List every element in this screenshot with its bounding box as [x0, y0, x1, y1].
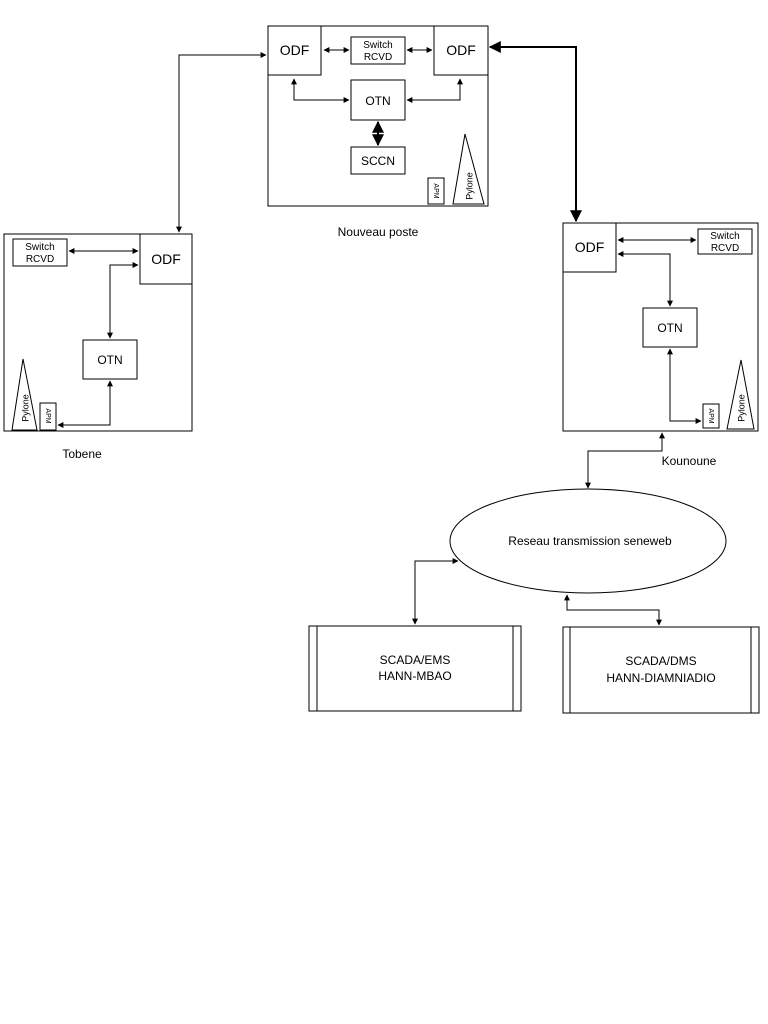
- kounoune-pylone-icon: [726, 359, 755, 430]
- nouveau-sccn-label: SCCN: [361, 154, 395, 168]
- tobene-otn-label: OTN: [97, 353, 122, 367]
- link-network-scada-ems: [412, 558, 459, 625]
- seneweb-network-ellipse[interactable]: [449, 488, 727, 594]
- nouveau-pylone-label: Pylone: [464, 172, 474, 200]
- link-nouveau-kounoune: [488, 41, 582, 223]
- nouveau-otn-label: OTN: [365, 94, 390, 108]
- nouveau-odf-left-label: ODF: [280, 42, 310, 58]
- link-network-scada-dms: [564, 594, 662, 626]
- kounoune-caption: Kounoune: [662, 454, 717, 468]
- tobene-apm-label: APM: [44, 408, 51, 423]
- tobene-caption: Tobene: [62, 447, 102, 461]
- link-odf-left-otn: [291, 78, 350, 103]
- scada-ems-box[interactable]: [308, 625, 522, 712]
- kounoune-pylone-label: Pylone: [736, 394, 746, 422]
- kounoune-switch-label-1: Switch: [710, 231, 739, 242]
- station-kounoune: ODF Switch RCVD OTN APM Pylone Kounoune: [562, 222, 759, 468]
- link-kounoune-network: [585, 432, 665, 489]
- kounoune-switch-rcvd[interactable]: [697, 228, 753, 255]
- tobene-link-otn-apm: [57, 380, 113, 428]
- tobene-odf[interactable]: [139, 233, 193, 285]
- nouveau-apm: [427, 177, 445, 205]
- kounoune-odf-label: ODF: [575, 239, 605, 255]
- nouveau-switch-label-1: Switch: [363, 40, 392, 51]
- kounoune-apm-label: APM: [707, 408, 714, 423]
- nouveau-apm-label: APM: [432, 183, 439, 198]
- nouveau-odf-right[interactable]: [433, 25, 489, 76]
- tobene-otn[interactable]: [82, 339, 138, 380]
- scada-ems-label-2: HANN-MBAO: [378, 669, 451, 683]
- nouveau-otn[interactable]: [350, 79, 406, 121]
- tobene-link-odf-otn: [107, 262, 139, 339]
- tobene-switch-rcvd[interactable]: [12, 238, 68, 267]
- scada-dms-box[interactable]: [562, 626, 760, 714]
- kounoune-apm: [702, 403, 720, 429]
- tobene-pylone-icon: [11, 358, 38, 431]
- tobene-switch-label-1: Switch: [25, 242, 54, 253]
- nouveau-pylone-icon: [452, 133, 485, 205]
- kounoune-link-odf-otn: [617, 251, 673, 307]
- link-otn-odf-right: [406, 78, 463, 103]
- scada-ems-block[interactable]: SCADA/EMS HANN-MBAO: [308, 625, 522, 712]
- nouveau-sccn[interactable]: [350, 146, 406, 175]
- kounoune-odf[interactable]: [562, 222, 617, 273]
- station-tobene: ODF Switch RCVD OTN Pylone APM Tobene: [3, 233, 193, 461]
- scada-dms-label-1: SCADA/DMS: [625, 654, 696, 668]
- kounoune-link-otn-apm: [667, 348, 702, 424]
- tobene-apm: [39, 402, 57, 431]
- tobene-odf-label: ODF: [151, 251, 181, 267]
- scada-dms-label-2: HANN-DIAMNIADIO: [606, 671, 715, 685]
- nouveau-switch-label-2: RCVD: [364, 52, 392, 63]
- seneweb-network-label: Reseau transmission seneweb: [508, 534, 672, 548]
- nouveau-odf-left[interactable]: [267, 25, 322, 76]
- nouveau-switch-rcvd[interactable]: [350, 36, 406, 65]
- tobene-switch-label-2: RCVD: [26, 254, 54, 265]
- link-nouveau-tobene: [176, 52, 267, 233]
- kounoune-switch-label-2: RCVD: [711, 243, 739, 254]
- nouveau-odf-right-label: ODF: [446, 42, 476, 58]
- tobene-pylone-label: Pylone: [20, 394, 30, 422]
- kounoune-otn-label: OTN: [657, 321, 682, 335]
- station-nouveau-poste: ODF ODF Switch RCVD OTN SCCN APM Pylone …: [267, 25, 489, 239]
- scada-ems-label-1: SCADA/EMS: [380, 653, 451, 667]
- nouveau-poste-caption: Nouveau poste: [338, 225, 419, 239]
- kounoune-otn[interactable]: [642, 307, 698, 348]
- scada-dms-block[interactable]: SCADA/DMS HANN-DIAMNIADIO: [562, 626, 760, 714]
